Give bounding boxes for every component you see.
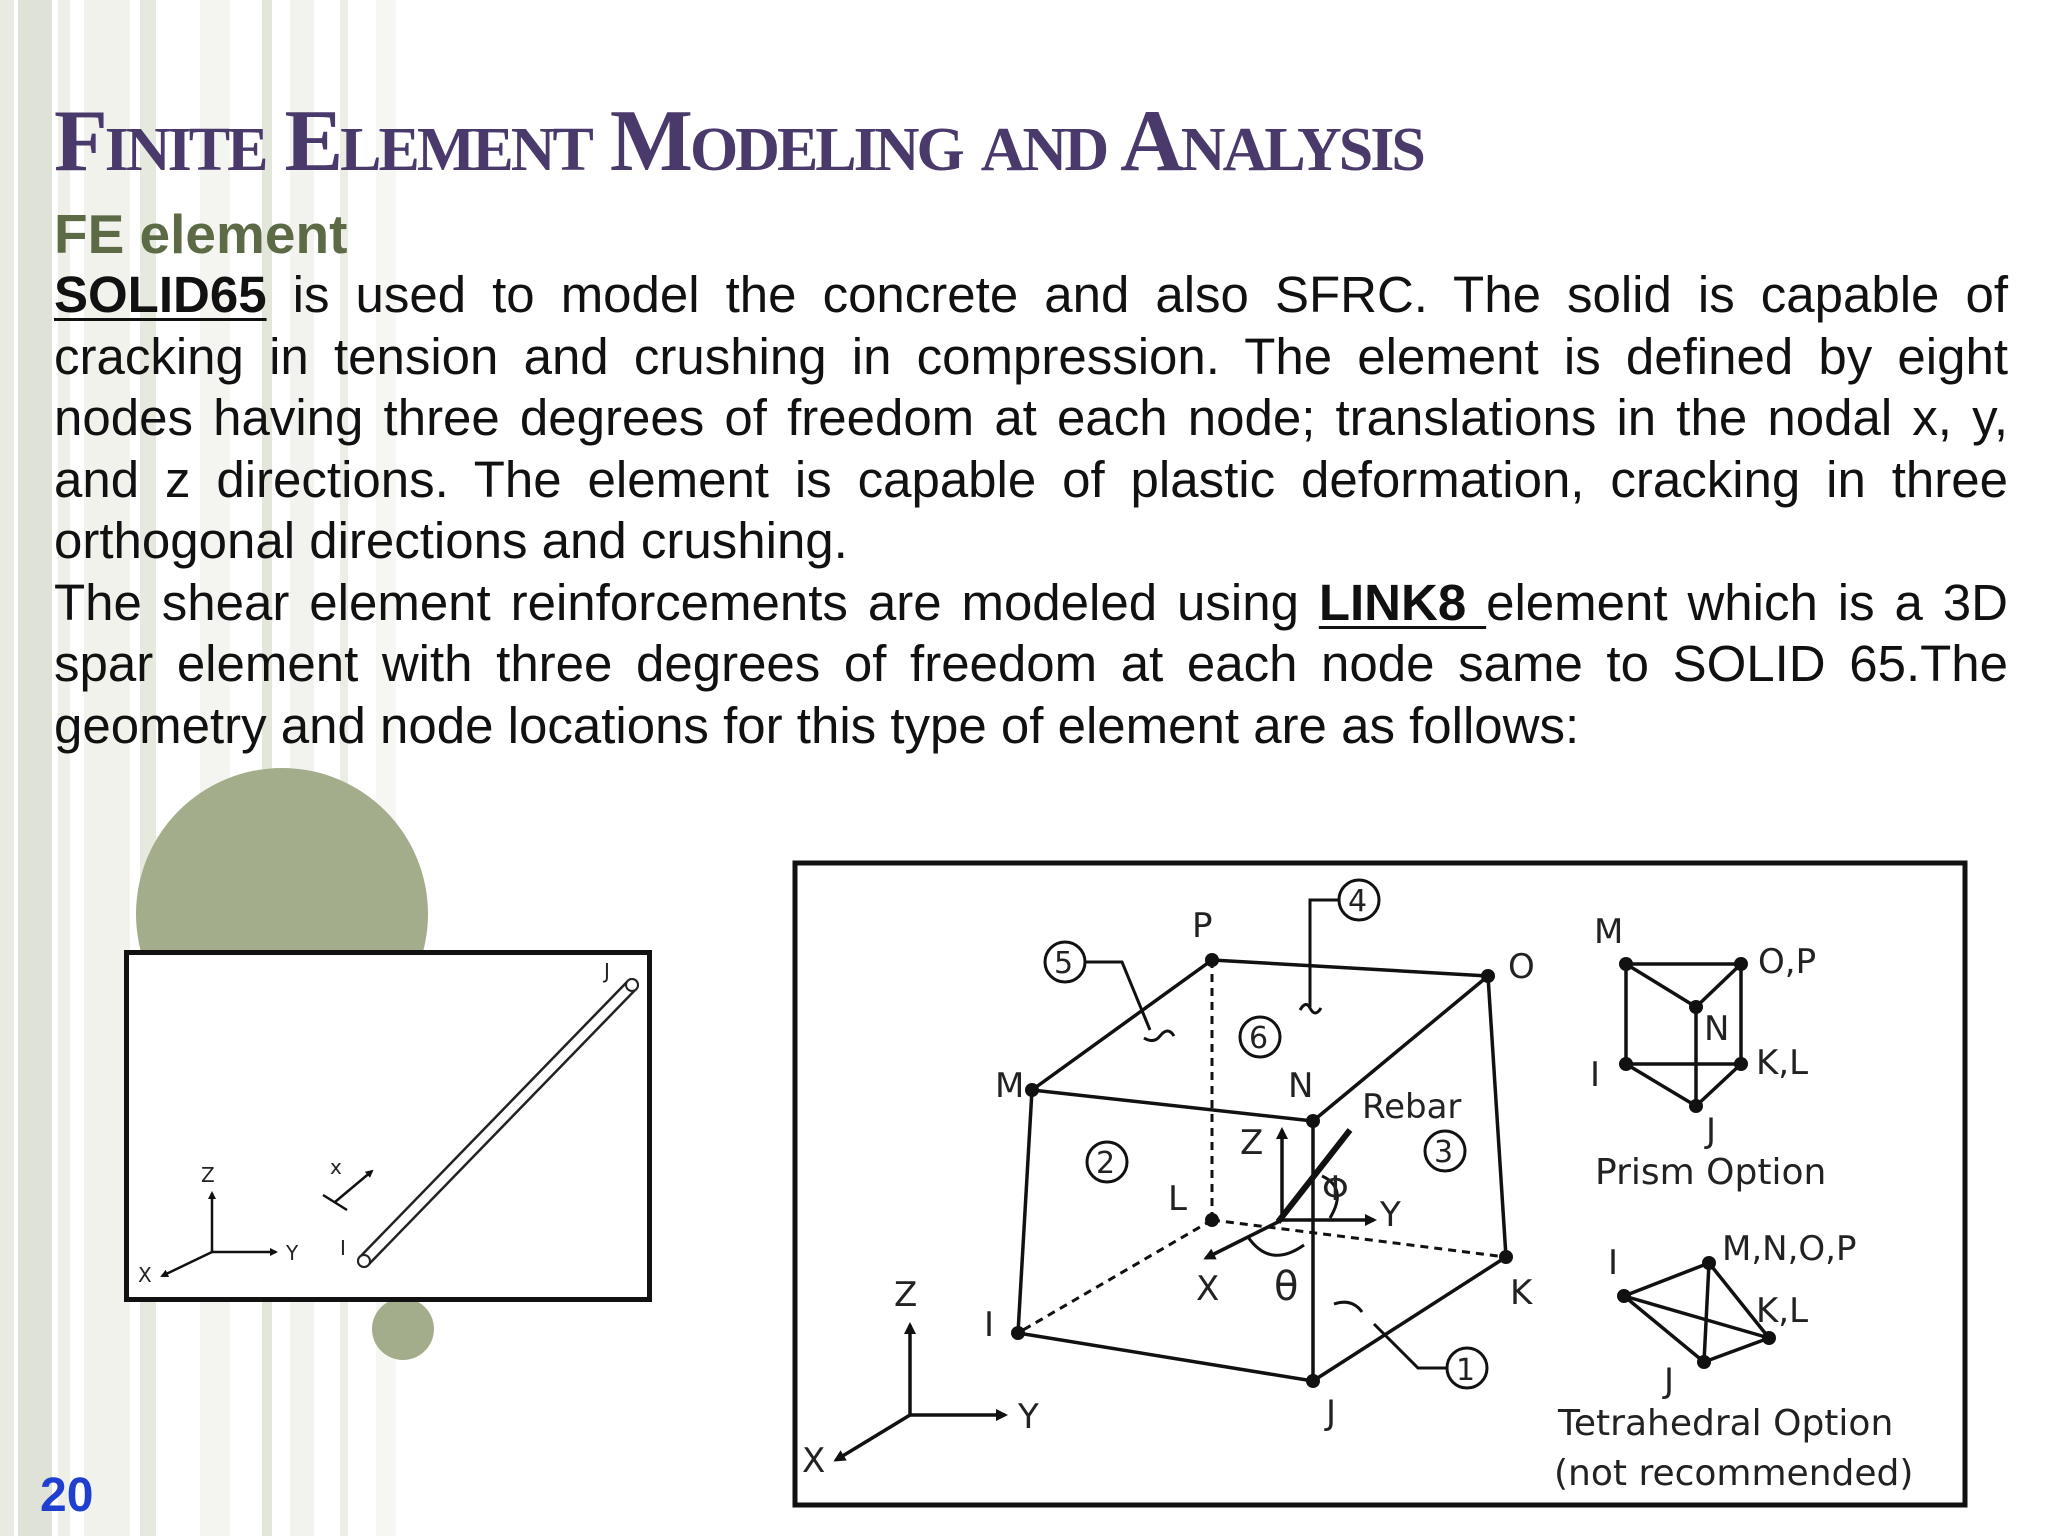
link8-local-x-label: x (330, 1155, 342, 1179)
node-label-o: O (1508, 947, 1535, 987)
solid65-figure: P O M N L K I J 1 2 3 4 5 6 Rebar Z Y X (792, 860, 1968, 1508)
node-dots (1011, 953, 1513, 1388)
node-label-l: L (1168, 1179, 1187, 1219)
prism-node-j: J (1704, 1111, 1716, 1151)
node-label-m: M (995, 1066, 1024, 1106)
global-axis-x (833, 1413, 911, 1462)
phi-label: Φ (1322, 1169, 1349, 1209)
tetrahedral-option: I M,N,O,P K,L J Tetrahedral Option (not … (1554, 1229, 1913, 1494)
tetra-node-kl: K,L (1756, 1291, 1808, 1331)
rebar-line (1275, 1128, 1353, 1224)
link8-frame (124, 950, 652, 1302)
svg-text:4: 4 (1348, 884, 1367, 919)
paragraph-link8: The shear element reinforcements are mod… (54, 572, 2008, 757)
prism-node-i: I (1590, 1055, 1600, 1095)
global-axis-x-label: X (802, 1441, 825, 1481)
local-x-label: X (1196, 1269, 1219, 1309)
link8-node-i-dot (357, 1254, 371, 1268)
node-label-i: I (984, 1305, 994, 1345)
node-label-p: P (1192, 906, 1213, 946)
local-z-label: Z (1240, 1123, 1263, 1163)
theta-label: θ (1274, 1264, 1298, 1310)
slide-title: Finite Element Modeling and Analysis (54, 93, 1426, 190)
link8-axis-x (160, 1250, 213, 1278)
face-marker-2: 2 (1085, 1140, 1129, 1184)
link8-node-j-dot (625, 978, 639, 992)
paragraph-solid65: SOLID65 is used to model the concrete an… (54, 264, 2008, 572)
link8-node-i-label: I (340, 1236, 346, 1260)
svg-text:2: 2 (1096, 1146, 1115, 1181)
face-marker-1: 1 (1333, 1300, 1489, 1390)
svg-text:3: 3 (1434, 1135, 1453, 1170)
link8-axis-y-label: Y (285, 1241, 299, 1265)
node-label-j: J (1324, 1393, 1336, 1433)
hidden-edges (1017, 960, 1507, 1335)
prism-node-op: O,P (1758, 942, 1816, 982)
prism-option: M O,P N I K,L J Prism Option (1590, 912, 1826, 1193)
svg-text:1: 1 (1456, 1353, 1475, 1388)
slide-subtitle: FE element (54, 203, 348, 265)
tetra-node-mnop: M,N,O,P (1722, 1229, 1856, 1269)
node-label-k: K (1510, 1273, 1534, 1313)
link8-keyword: LINK8 (1318, 573, 1487, 631)
svg-text:6: 6 (1249, 1021, 1268, 1056)
svg-text:5: 5 (1054, 946, 1073, 981)
link8-local-x-arrow (334, 1169, 374, 1203)
tetra-node-i: I (1608, 1243, 1618, 1283)
tetra-caption-line2: (not recommended) (1554, 1453, 1913, 1494)
face-marker-3: 3 (1423, 1129, 1467, 1173)
prism-node-n: N (1704, 1009, 1729, 1049)
node-label-n: N (1288, 1066, 1313, 1106)
page-number: 20 (40, 1469, 94, 1522)
prism-node-kl: K,L (1756, 1043, 1808, 1083)
link8-figure: J I x Z Y X (124, 950, 652, 1302)
tetra-node-j: J (1662, 1361, 1674, 1401)
local-x-arrow (1203, 1218, 1283, 1260)
face-marker-6: 6 (1238, 1015, 1282, 1059)
paragraph-link8-text-after: element which is a 3D spar element with … (54, 573, 2008, 754)
prism-node-m: M (1594, 912, 1623, 952)
link8-local-x-tick (322, 1193, 348, 1212)
tetra-caption-line1: Tetrahedral Option (1557, 1403, 1893, 1444)
decorative-circle-small (372, 1298, 434, 1360)
paragraph-solid65-text: is used to model the concrete and also S… (54, 266, 2008, 569)
body-text: SOLID65 is used to model the concrete an… (54, 264, 2008, 756)
global-axis-y-label: Y (1017, 1397, 1039, 1437)
visible-edges (1016, 958, 1508, 1383)
global-axis-z-label: Z (894, 1275, 917, 1315)
solid65-keyword: SOLID65 (54, 266, 267, 323)
link8-axis-x-label: X (138, 1263, 152, 1287)
rebar-label: Rebar (1362, 1087, 1461, 1127)
prism-caption: Prism Option (1595, 1152, 1826, 1193)
paragraph-link8-text-before: The shear element reinforcements are mod… (54, 573, 1319, 631)
local-y-label: Y (1379, 1195, 1401, 1235)
face-marker-4: 4 (1298, 878, 1381, 1015)
phi-arc (1321, 1174, 1339, 1219)
link8-axis-z-label: Z (201, 1163, 215, 1187)
theta-arc (1246, 1236, 1305, 1257)
link8-node-j-label: J (602, 959, 610, 983)
face-marker-5: 5 (1043, 940, 1176, 1043)
link8-bar-inner (359, 980, 637, 1266)
